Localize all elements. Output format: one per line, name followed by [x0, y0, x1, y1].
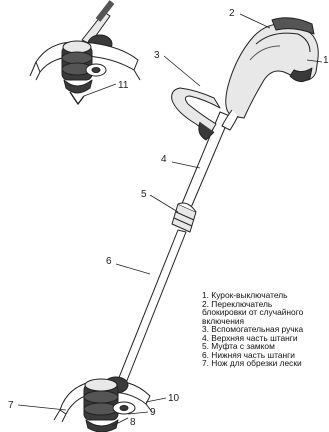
callout-9: 9 [150, 407, 156, 418]
callout-7: 7 [8, 400, 14, 411]
auxiliary-handle [172, 88, 220, 140]
callout-1: 1 [323, 55, 329, 66]
callout-10: 10 [168, 393, 180, 404]
main-trimmer [54, 18, 318, 432]
callout-6: 6 [106, 256, 112, 267]
main-handle [222, 18, 318, 130]
callout-2: 2 [229, 8, 235, 19]
cutting-head [54, 377, 152, 432]
callout-4: 4 [161, 154, 167, 165]
callout-3: 3 [154, 50, 160, 61]
parts-legend: 1. Курок-выключатель 2. Переключатель бл… [202, 291, 329, 368]
coupling-collar [172, 203, 196, 232]
callout-5: 5 [141, 189, 147, 200]
legend-item: 7. Нож для обрезки лески [202, 359, 329, 368]
callout-8: 8 [130, 417, 136, 428]
callout-11: 11 [118, 80, 129, 91]
